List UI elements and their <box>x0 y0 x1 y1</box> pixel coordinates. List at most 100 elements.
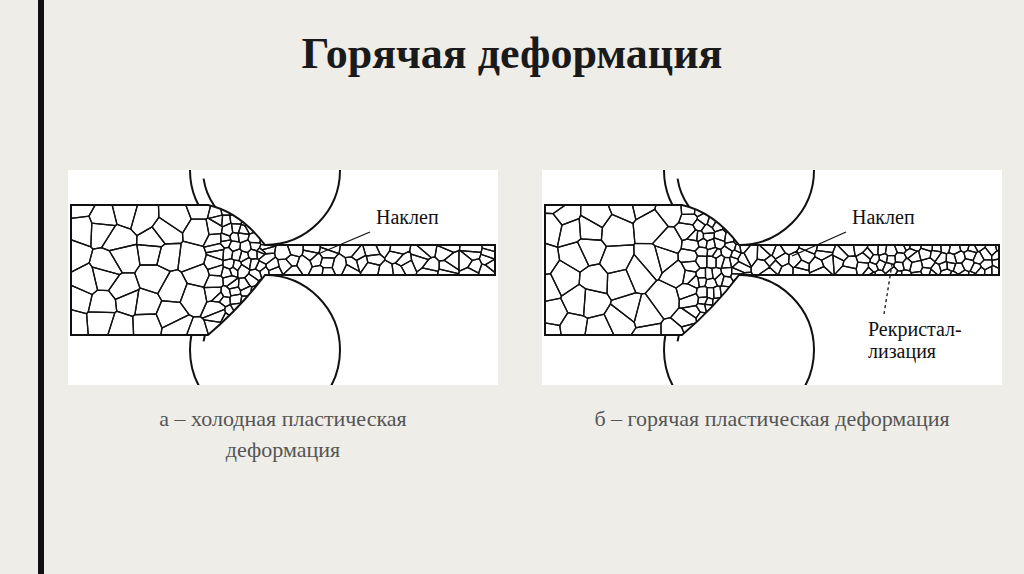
metal-grain <box>172 170 218 219</box>
side-bar <box>38 0 44 574</box>
metal-grain <box>156 301 189 328</box>
metal-grain <box>678 249 698 263</box>
metal-grain <box>231 323 246 385</box>
metal-grain <box>723 296 735 307</box>
metal-grain <box>921 170 936 251</box>
metal-grain <box>257 248 266 254</box>
metal-grain <box>204 275 224 287</box>
metal-grain <box>695 247 707 256</box>
metal-grain <box>764 255 775 266</box>
leader-line <box>792 232 846 256</box>
metal-grain <box>92 311 136 385</box>
slide-title: Горячая деформация <box>0 28 1024 79</box>
metal-grain <box>157 170 191 233</box>
metal-grain <box>479 264 498 380</box>
metal-grain <box>109 244 140 273</box>
metal-grain <box>735 218 771 235</box>
metal-grain <box>153 315 193 385</box>
metal-grain <box>435 245 454 261</box>
metal-grain <box>962 259 975 272</box>
callout-label: Наклеп <box>850 206 917 228</box>
metal-grain <box>704 323 731 385</box>
metal-grain <box>242 303 251 314</box>
metal-grain <box>695 256 706 268</box>
metal-grain <box>258 279 286 295</box>
metal-grain <box>560 313 588 385</box>
metal-grain <box>92 267 120 291</box>
metal-grain <box>979 247 991 260</box>
metal-grain <box>259 177 322 231</box>
panel-caption: а – холодная пластическая деформация <box>103 404 463 466</box>
metal-grain <box>255 306 281 317</box>
metal-grain <box>932 185 941 252</box>
metal-grain <box>702 170 716 217</box>
metal-grain <box>715 170 731 214</box>
metal-grain <box>949 227 961 254</box>
metal-grain <box>702 321 715 338</box>
metal-grain <box>661 318 705 385</box>
metal-grain <box>809 267 838 385</box>
metal-grain <box>980 260 993 270</box>
metal-grain <box>257 322 359 385</box>
metal-grain <box>247 303 258 316</box>
metal-grain <box>626 254 657 294</box>
metal-grain <box>206 218 222 234</box>
metal-grain <box>408 268 439 385</box>
metal-grain <box>553 194 581 225</box>
metal-grain <box>211 292 223 302</box>
metal-grain <box>713 312 725 324</box>
metal-grain <box>624 170 666 220</box>
metal-grain <box>834 266 858 354</box>
metal-grain <box>618 323 661 385</box>
metal-grain <box>459 170 482 252</box>
metal-grain <box>241 319 252 338</box>
strip-outline <box>71 205 495 335</box>
metal-grain <box>724 304 735 314</box>
metal-grain <box>731 212 745 224</box>
metal-grain <box>579 264 608 294</box>
metal-grain <box>885 230 897 255</box>
metal-grain <box>421 269 464 385</box>
metal-grain <box>734 302 791 328</box>
strip-ground <box>545 205 999 335</box>
metal-grain <box>204 320 230 385</box>
metal-grain <box>275 234 291 260</box>
metal-grain <box>693 219 705 231</box>
metal-grain <box>87 312 115 385</box>
metal-grain <box>886 267 898 286</box>
metal-grain <box>936 170 955 254</box>
metal-grain <box>958 270 969 320</box>
metal-grain <box>229 170 242 215</box>
metal-grain <box>250 295 259 306</box>
metal-grain <box>444 251 459 270</box>
metal-grain <box>557 219 580 248</box>
metal-grain <box>306 265 323 321</box>
metal-grain <box>731 284 760 293</box>
metal-grain <box>244 325 272 385</box>
metal-grain <box>107 170 147 229</box>
leader-line <box>318 232 370 254</box>
rolling-panel <box>68 95 498 425</box>
metal-grain <box>471 170 498 252</box>
metal-grain <box>577 314 621 385</box>
metal-grain <box>131 170 159 236</box>
metal-grain <box>633 209 668 243</box>
metal-grain <box>88 290 116 313</box>
metal-grain <box>607 269 636 300</box>
metal-grain <box>258 293 295 306</box>
metal-grain <box>707 256 716 268</box>
metal-grain <box>601 214 635 246</box>
metal-grain <box>254 170 326 217</box>
metal-grain <box>283 215 303 257</box>
metal-grain <box>992 258 1002 270</box>
metal-grain <box>168 317 224 385</box>
metal-grain <box>364 260 407 385</box>
metal-grain <box>732 292 768 302</box>
metal-grain <box>392 263 413 380</box>
metal-grain <box>856 262 868 280</box>
metal-grain <box>799 170 833 254</box>
metal-grain <box>311 170 354 254</box>
metal-grain <box>939 269 951 292</box>
metal-grain <box>732 322 834 385</box>
